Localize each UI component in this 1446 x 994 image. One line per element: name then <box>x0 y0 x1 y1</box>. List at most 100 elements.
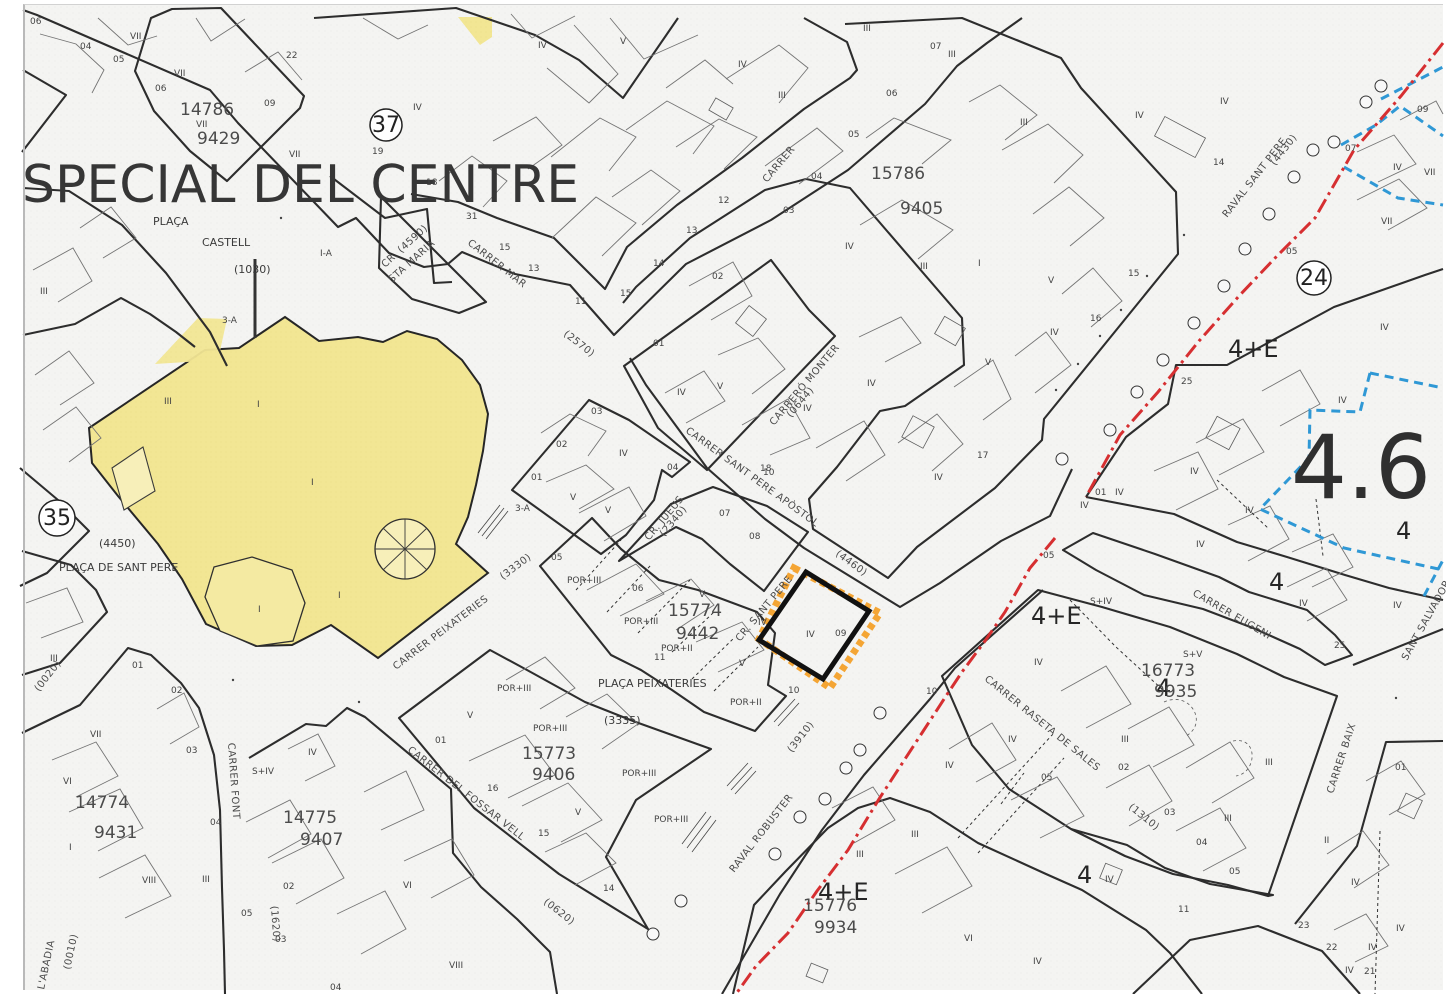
plot-label: 16 <box>487 784 499 794</box>
roman-label: IV <box>1393 163 1403 173</box>
thick-parcel-boundaries <box>19 6 1444 994</box>
plot-label: 13 <box>528 264 539 274</box>
roman-label: IV <box>1380 323 1390 333</box>
roman-label: 3-A <box>515 504 531 514</box>
roman-label: IV <box>945 761 955 771</box>
plot-label: 04 <box>210 818 222 828</box>
roman-label: IV <box>1393 601 1403 611</box>
roman-label: IV <box>1080 501 1090 511</box>
roman-label: V <box>1048 276 1055 286</box>
zone-labels: 4+E 4+E 4+E 4 4 4 4 <box>818 335 1411 906</box>
plot-label: 01 <box>531 473 542 483</box>
roman-label: IV <box>1345 966 1355 976</box>
block-code-9431: 9431 <box>94 823 137 843</box>
plot-label: 05 <box>1041 773 1052 783</box>
roman-label: IV <box>1220 97 1230 107</box>
survey-dots <box>231 216 1398 704</box>
roman-label: III <box>1224 814 1232 824</box>
plot-label: 04 <box>80 42 92 52</box>
plot-label: 01 <box>132 661 143 671</box>
roman-label: VIII <box>449 961 463 971</box>
zone-4-label-right: 4 <box>1396 517 1411 545</box>
plot-label: 07 <box>930 42 941 52</box>
yellow-church-zone <box>87 17 492 660</box>
zone-4e-label-bottom: 4+E <box>818 878 869 906</box>
plot-label: 02 <box>1118 763 1129 773</box>
roman-label: IV <box>1008 735 1018 745</box>
zone-4e-label-top: 4+E <box>1228 335 1279 363</box>
marker-37-label: 37 <box>372 113 400 138</box>
block-code-9429: 9429 <box>197 129 240 149</box>
plot-label: 10 <box>926 687 938 697</box>
plot-label: 01 <box>435 736 446 746</box>
roman-label: III <box>202 875 210 885</box>
plot-label: 01 <box>1095 488 1106 498</box>
roman-label: VII <box>174 69 185 79</box>
zone-circle-markers: 37 35 24 <box>38 108 1332 537</box>
plot-label: 05 <box>1043 551 1054 561</box>
roman-label: I <box>338 591 341 601</box>
roman-label: IV <box>758 618 768 628</box>
roman-label: IV <box>619 449 629 459</box>
roman-label: IV <box>934 473 944 483</box>
roman-label: I-A <box>320 249 333 259</box>
plot-label: 17 <box>977 451 988 461</box>
block-code-9934: 9934 <box>814 918 857 938</box>
roman-label: S+IV <box>252 767 275 777</box>
roman-label: VI <box>403 881 412 891</box>
roman-label: IV <box>538 41 548 51</box>
roman-label: IV <box>1034 658 1044 668</box>
roman-label: VI <box>964 934 973 944</box>
roman-label: V <box>985 358 992 368</box>
block-code-9407: 9407 <box>300 830 343 850</box>
roman-label: III <box>1265 758 1273 768</box>
zone-4-label-bottom: 4 <box>1077 861 1092 889</box>
marker-35-label: 35 <box>43 506 71 531</box>
roman-label: VIII <box>142 876 156 886</box>
plot-label: 10 <box>763 468 775 478</box>
plaça-castell-label-1: PLAÇA <box>153 215 189 228</box>
plot-label: 11 <box>575 297 586 307</box>
plot-label: 10 <box>788 686 800 696</box>
block-code-15786: 15786 <box>871 164 925 184</box>
roman-label: POR+II <box>661 644 693 654</box>
plot-label: 05 <box>848 130 859 140</box>
plot-label: 15 <box>620 289 631 299</box>
plot-label: 14 <box>653 259 665 269</box>
plot-label: 05 <box>113 55 124 65</box>
roman-label: IV <box>867 379 877 389</box>
roman-label: V <box>605 506 612 516</box>
roman-label: II <box>1324 836 1329 846</box>
plot-label: 22 <box>1326 943 1337 953</box>
roman-label: V <box>575 808 582 818</box>
block-code-15774: 15774 <box>668 601 722 621</box>
roman-label: VII <box>289 150 300 160</box>
plot-label: 21 <box>1364 967 1375 977</box>
roman-label: I <box>258 605 261 615</box>
roman-label: IV <box>677 388 687 398</box>
roman-label: POR+III <box>654 815 688 825</box>
plot-label: 13 <box>686 226 697 236</box>
roman-label: IV <box>1299 599 1309 609</box>
plot-label: 14 <box>603 884 615 894</box>
roman-label: VII <box>1381 217 1392 227</box>
roman-label: POR+III <box>624 617 658 627</box>
plot-label: 23 <box>1298 921 1309 931</box>
roman-label: III <box>50 654 58 664</box>
plot-label: 01 <box>653 339 664 349</box>
zone-4e-label-middle: 4+E <box>1031 602 1082 630</box>
roman-label: VII <box>196 120 207 130</box>
roman-label: IV <box>1196 540 1206 550</box>
block-code-16773: 16773 <box>1141 661 1195 681</box>
block-code-15776: 15776 <box>803 896 857 916</box>
roman-label: POR+III <box>497 684 531 694</box>
plot-label: 06 <box>30 17 42 27</box>
plot-label: 06 <box>886 89 898 99</box>
plaça-peixateries-code: (3335) <box>604 714 641 727</box>
roman-label: IV <box>1190 467 1200 477</box>
roman-label: VI <box>63 777 72 787</box>
roman-label: III <box>1121 735 1129 745</box>
plot-label: 03 <box>275 935 286 945</box>
block-code-9406: 9406 <box>532 765 575 785</box>
